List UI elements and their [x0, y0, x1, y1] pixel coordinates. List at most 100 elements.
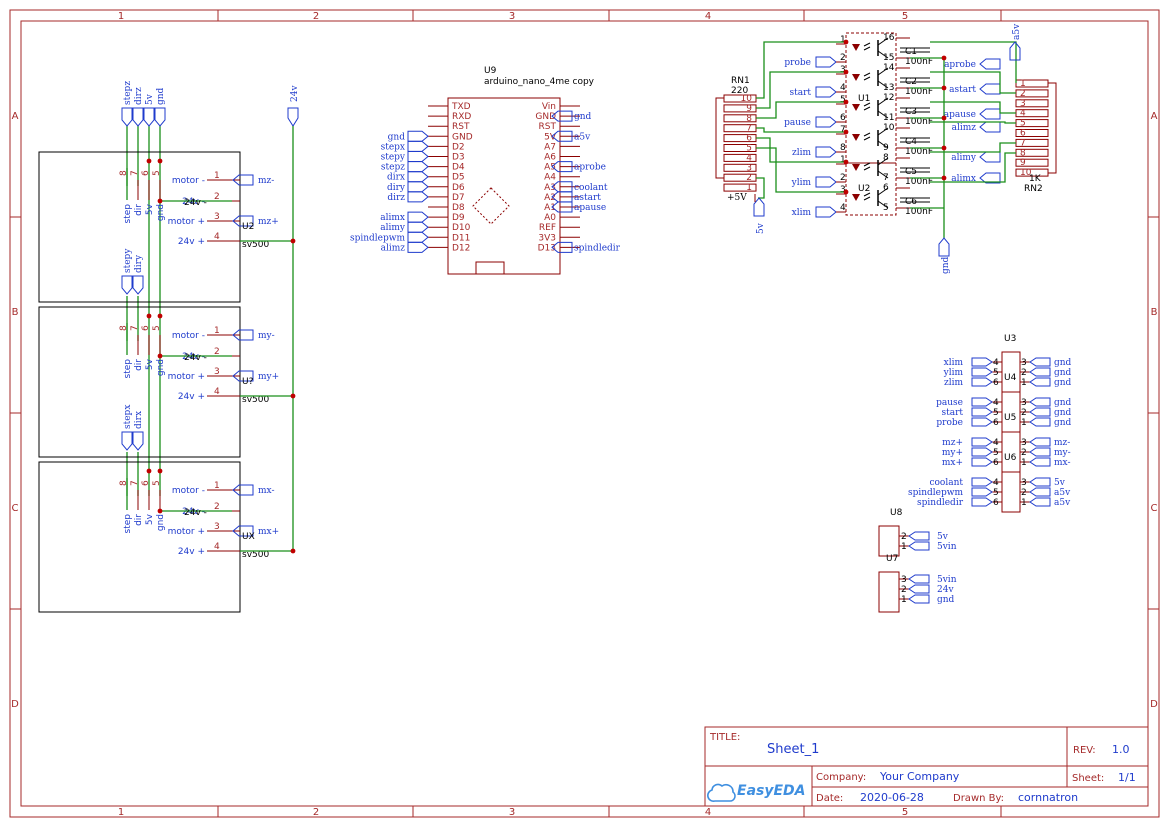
- net-flag: [1029, 417, 1051, 427]
- net-label-astart: astart: [949, 85, 976, 95]
- wire-label-24v-minus: 24v -: [184, 353, 207, 363]
- opto-pin-num: 4: [840, 203, 846, 213]
- net-flag-astart: [551, 191, 573, 203]
- driver-ref: U?: [242, 377, 254, 387]
- cap-pin-num: 15: [883, 53, 894, 63]
- title-block: TITLE: Sheet_1 REV: 1.0 Company: Your Co…: [704, 726, 1149, 807]
- u2-ref: U2: [858, 184, 870, 194]
- wire-label-24v-minus: 24v -: [184, 508, 207, 518]
- pin-num: 2: [214, 347, 220, 357]
- junction-dot: [290, 393, 296, 399]
- pin-num: 1: [1021, 418, 1027, 428]
- net-label-stepx: stepx: [123, 405, 133, 429]
- cap-value: 100nF: [905, 147, 933, 157]
- sheet-frame: 1 2 3 4 5 1 2 3 4 5 A B C D A B C D: [9, 9, 1160, 818]
- arduino-pin-A2: A2: [544, 193, 556, 203]
- net-label-alimy: alimy: [951, 153, 977, 163]
- pin-num: 3: [1021, 438, 1027, 448]
- arduino-pin-D2: D2: [452, 142, 465, 152]
- power-label-plus5v: +5V: [727, 193, 747, 203]
- net-label-mz-: mz-: [258, 176, 274, 186]
- connector-ref: U6: [1004, 453, 1017, 463]
- net-label-gnd: gnd: [1054, 358, 1072, 368]
- net-flag-aprobe: [979, 58, 1001, 70]
- cap-pin-num: 12: [883, 93, 894, 103]
- junction-dot: [290, 238, 296, 244]
- net-label-pause: pause: [936, 398, 963, 408]
- net-label-dirz: dirz: [134, 87, 144, 105]
- junction-dot: [843, 159, 849, 165]
- net-flag-my-: [232, 329, 254, 341]
- net-flag-5v: [753, 197, 765, 217]
- net-label-my-: my-: [258, 331, 275, 341]
- pin-num: 3: [1021, 358, 1027, 368]
- rn1-pin-num: 2: [746, 173, 752, 183]
- row-b-right: B: [1151, 307, 1158, 318]
- pin-name-gnd: gnd: [156, 359, 166, 376]
- pin-num: 6: [993, 418, 999, 428]
- pin-name-dir: dir: [134, 514, 144, 526]
- net-label-spindlepwm: spindlepwm: [350, 233, 405, 243]
- opto-pin-num: 4: [840, 83, 846, 93]
- wire: [930, 101, 1016, 114]
- rev-label: REV:: [1073, 745, 1096, 756]
- led-icon: [852, 104, 860, 111]
- driver-part: sv500: [242, 240, 269, 250]
- junction-dot: [157, 468, 163, 474]
- opto-pin-num: 1: [840, 155, 846, 165]
- pin-name-5v: 5v: [145, 513, 155, 525]
- pin-num: 3: [214, 522, 220, 532]
- pin-num-7: 7: [130, 170, 140, 176]
- net-flag: [1029, 437, 1051, 447]
- opto-pin-num: 2: [840, 173, 846, 183]
- net-label-mx+: mx+: [258, 527, 279, 537]
- net-flag: [908, 594, 930, 604]
- net-label-5v: 5v: [1054, 478, 1066, 488]
- cap-pin-num: 11: [883, 113, 894, 123]
- net-flag-alimy: [407, 221, 429, 233]
- sheet-title: Sheet_1: [767, 742, 819, 757]
- drawn-value: cornnatron: [1018, 791, 1078, 804]
- pin-num: 6: [993, 498, 999, 508]
- led-icon: [852, 134, 860, 141]
- pin-num: 3: [214, 212, 220, 222]
- pin-label-motor -: motor -: [172, 176, 205, 186]
- net-flag: [908, 584, 930, 594]
- junction-dot: [146, 158, 152, 164]
- arduino-pin-A1: A1: [544, 203, 556, 213]
- u7-ref: U7: [886, 554, 898, 564]
- rn2-pin-num: 8: [1020, 148, 1026, 158]
- net-flag: [971, 477, 993, 487]
- net-flag: [971, 447, 993, 457]
- net-flag: [1029, 357, 1051, 367]
- net-flag-mx-: [232, 484, 254, 496]
- pin-num: 5: [993, 488, 999, 498]
- wire: [756, 101, 846, 119]
- pin-num-7: 7: [130, 325, 140, 331]
- led-icon: [852, 194, 860, 201]
- pin-num: 3: [1021, 478, 1027, 488]
- net-label-gnd: gnd: [1054, 368, 1072, 378]
- net-label-dirx: dirx: [134, 411, 144, 429]
- net-flag: [1029, 497, 1051, 507]
- driver-part: sv500: [242, 395, 269, 405]
- net-flag-start: [815, 86, 837, 98]
- net-flag: [1029, 397, 1051, 407]
- rn2-value: 1K: [1029, 174, 1042, 184]
- arduino-pin-D11: D11: [452, 233, 470, 243]
- col-4-bottom: 4: [705, 807, 711, 818]
- pin-num: 6: [993, 458, 999, 468]
- net-label-5v: 5v: [937, 532, 949, 542]
- net-label-aprobe: aprobe: [574, 163, 606, 173]
- led-icon: [852, 44, 860, 51]
- pin-num: 2: [1021, 448, 1027, 458]
- wire-label-24v-minus: 24v -: [184, 198, 207, 208]
- net-flag-coolant: [551, 181, 573, 193]
- net-flag-xlim: [815, 206, 837, 218]
